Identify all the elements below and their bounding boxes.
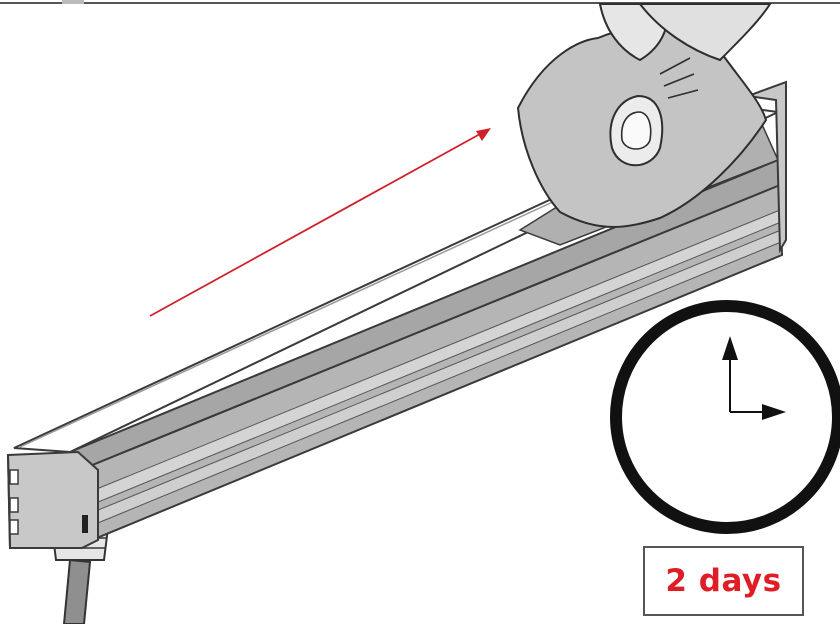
end-cap [6, 450, 99, 549]
direction-arrow-icon [149, 128, 491, 317]
duration-box: 2 days [643, 546, 804, 616]
duration-label: 2 days [665, 563, 782, 599]
clock-icon [610, 300, 840, 534]
cloth-hand-icon [516, 3, 772, 228]
top-left-mark [62, 0, 84, 4]
end-cap-right [747, 80, 787, 254]
